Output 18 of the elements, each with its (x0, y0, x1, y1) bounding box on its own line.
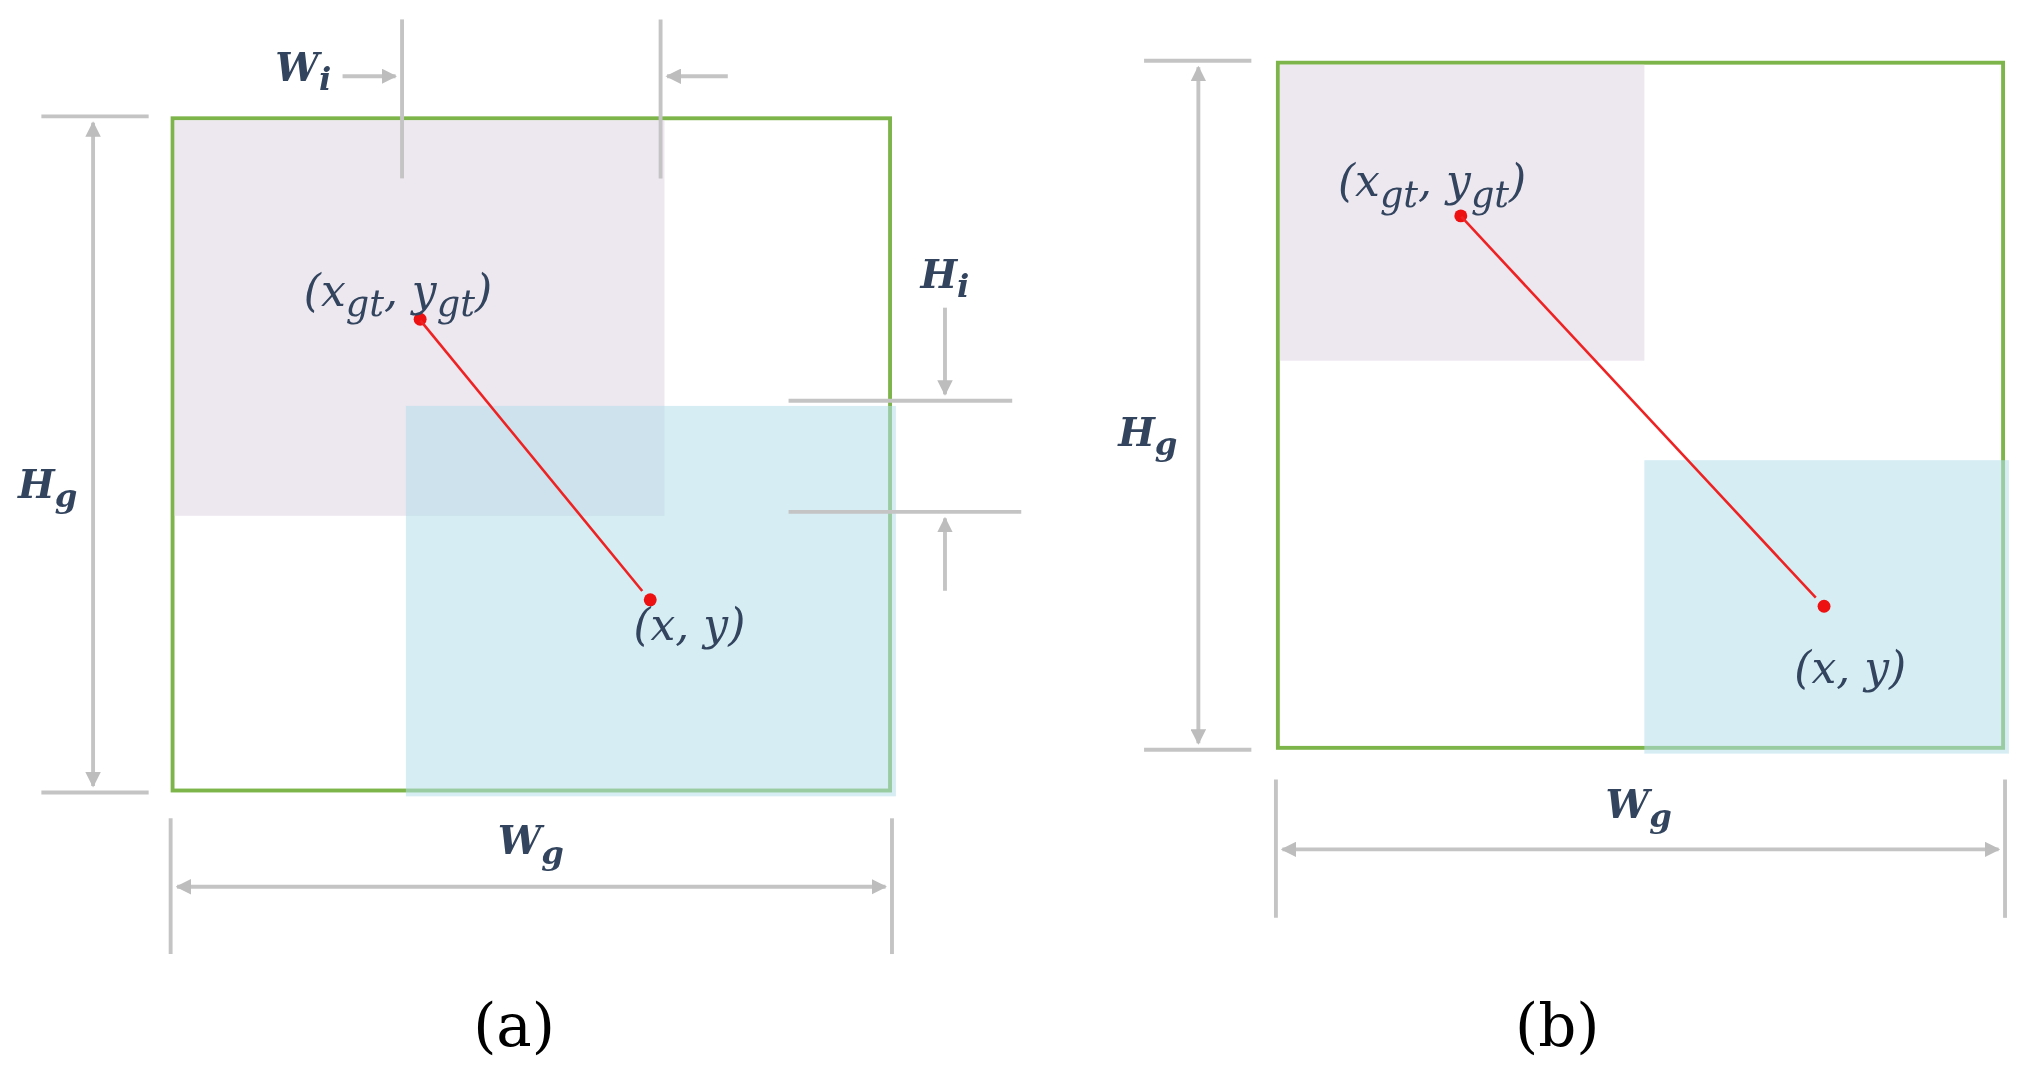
center-point (1817, 599, 1831, 613)
height-label: H$_{g}$ (1118, 413, 1178, 461)
height-label: H$_{g}$ (18, 465, 78, 512)
connector-line (1460, 215, 1817, 599)
coordinate-label: (x$_{gt}$, y$_{gt}$) (303, 268, 493, 324)
height-label: H$_{i}$ (920, 255, 970, 303)
width-label: W$_{g}$ (1605, 786, 1672, 833)
connector-line (419, 319, 644, 592)
coordinate-label: (x$_{gt}$, y$_{gt}$) (1338, 159, 1527, 214)
center-point (643, 593, 657, 607)
panel-label: (a) (473, 995, 555, 1055)
predicted-box (1644, 460, 2009, 754)
ground-truth-region (174, 120, 665, 516)
width-label: W$_{i}$ (275, 49, 332, 96)
panel-label: (b) (1515, 995, 1600, 1055)
predicted-box (405, 405, 896, 797)
width-label: W$_{g}$ (497, 822, 564, 869)
ground-truth-region (1279, 64, 1645, 361)
